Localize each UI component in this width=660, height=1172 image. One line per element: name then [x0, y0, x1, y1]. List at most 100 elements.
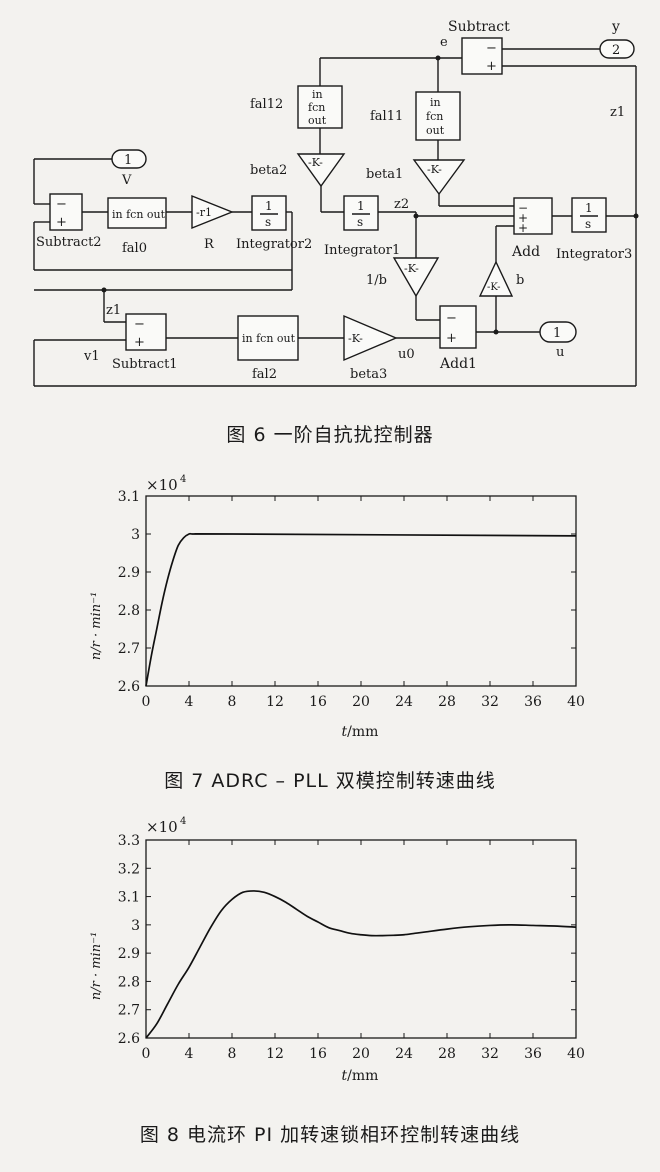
chart7-xlabel-unit: /mm: [347, 724, 378, 740]
fal0-text: in fcn out: [112, 208, 166, 221]
add1-block: [439, 305, 477, 349]
chart8-ytick-label: 2.9: [118, 946, 140, 962]
port-y-label: y: [611, 19, 620, 35]
chart7-exp-pow: 4: [180, 474, 186, 485]
figure7-caption: 图 7 ADRC – PLL 双模控制转速曲线: [164, 770, 496, 792]
subtract2-label: Subtract2: [36, 235, 102, 250]
chart8-xtick-label: 28: [438, 1046, 456, 1062]
chart7-ylabel: n/r · min⁻¹: [89, 592, 104, 660]
chart7-xlabel-t: t: [342, 724, 348, 740]
port-v-num: 1: [124, 153, 132, 168]
fal2-text: in fcn out: [242, 332, 296, 345]
beta2-k: -K-: [308, 156, 323, 169]
chart7-xtick-label: 24: [395, 694, 413, 710]
chart8-plot-area: [145, 839, 577, 1039]
fal12-out: out: [308, 114, 327, 127]
fal12-label: fal12: [250, 97, 283, 112]
r-label: R: [204, 237, 215, 252]
b-k: -K-: [487, 282, 501, 293]
subtract1-block: [125, 313, 167, 351]
chart8-exp-pow: 4: [180, 816, 186, 827]
port-v-label: V: [121, 173, 132, 188]
beta3-gain: [343, 314, 398, 362]
subtract1-label: Subtract1: [112, 357, 178, 372]
integrator1-num: 1: [357, 199, 365, 213]
chart7-ytick-label: 3: [131, 527, 140, 543]
adrc-block-diagram: 2 y Subtract − + e fal12 in fcn out fal1…: [33, 19, 639, 387]
signal-u0: u0: [398, 347, 415, 362]
add-minus: −: [518, 201, 528, 215]
chart8-ylabel: n/r · min⁻¹: [89, 932, 104, 1000]
chart8-ytick-label: 3.3: [118, 833, 140, 849]
add1-label: Add1: [439, 356, 477, 372]
fal2-label: fal2: [252, 367, 277, 382]
beta2-label: beta2: [250, 163, 287, 178]
chart8-xlabel-t: t: [342, 1068, 348, 1084]
integrator1-block: [343, 195, 379, 231]
add-label: Add: [511, 244, 540, 260]
signal-z2: z2: [394, 197, 409, 212]
chart7-xtick-label: 20: [352, 694, 370, 710]
chart8-ytick-label: 3.1: [118, 890, 140, 906]
subtract-block: [461, 37, 503, 75]
signal-e: e: [440, 35, 448, 50]
beta3-k: -K-: [348, 332, 363, 345]
fal11-in: in: [430, 96, 441, 109]
fal11-label: fal11: [370, 109, 403, 124]
chart8-xtick-label: 12: [266, 1046, 284, 1062]
subtract-minus: −: [486, 41, 497, 56]
beta3-label: beta3: [350, 367, 387, 382]
fal12-fcn: fcn: [308, 101, 325, 114]
beta1-label: beta1: [366, 167, 403, 182]
integrator2-block: [251, 195, 287, 231]
integrator3-num: 1: [585, 201, 593, 215]
figure8-caption: 图 8 电流环 PI 加转速锁相环控制转速曲线: [139, 1124, 521, 1146]
integrator2-num: 1: [265, 199, 273, 213]
fal12-in: in: [312, 88, 323, 101]
chart7-plot-area: [145, 495, 577, 687]
fal11-out: out: [426, 124, 445, 137]
add1-plus: +: [446, 331, 457, 346]
chart8-xtick-label: 4: [185, 1046, 194, 1062]
chart7-series-line: [145, 532, 577, 687]
fal2-block: [237, 315, 299, 361]
chart7-xtick-label: 32: [481, 694, 499, 710]
chart7-xlabel: t/mm: [342, 724, 379, 740]
chart8-ytick-label: 2.7: [118, 1003, 140, 1019]
fal11-block: [415, 91, 461, 141]
chart8-xtick-label: 24: [395, 1046, 413, 1062]
chart8-xlabel: t/mm: [342, 1068, 379, 1084]
chart8-ytick-label: 2.6: [118, 1031, 140, 1047]
chart8-xtick-label: 16: [309, 1046, 327, 1062]
integrator3-den: s: [585, 217, 591, 231]
integrator3-label: Integrator3: [556, 247, 632, 262]
signal-z1-b: z1: [106, 303, 121, 318]
fal0-label: fal0: [122, 241, 147, 256]
chart7-ytick-label: 2.6: [118, 679, 140, 695]
chart8-xtick-label: 0: [142, 1046, 151, 1062]
signal-v1: v1: [83, 349, 100, 364]
inv-b-gain: [392, 257, 440, 298]
chart7-ylabel-text: n/r · min⁻¹: [89, 592, 104, 660]
subtract1-plus: +: [134, 335, 145, 350]
port-u: [539, 321, 577, 343]
inv-b-label: 1/b: [366, 273, 387, 288]
integrator2-label: Integrator2: [236, 237, 312, 252]
subtract-label: Subtract: [448, 19, 510, 35]
subtract-plus: +: [486, 59, 497, 74]
chart7-xtick-label: 40: [567, 694, 585, 710]
chart8-xtick-label: 40: [567, 1046, 585, 1062]
fal0-block: [107, 197, 167, 229]
integrator3-block: [571, 197, 607, 233]
subtract1-minus: −: [134, 317, 145, 332]
beta2-gain: [296, 153, 346, 188]
chart7-xtick-label: 8: [228, 694, 237, 710]
r-gain: [191, 194, 234, 230]
add1-minus: −: [446, 311, 457, 326]
integrator2-den: s: [265, 215, 271, 229]
chart8-xtick-label: 32: [481, 1046, 499, 1062]
inv-b-k: -K-: [404, 262, 419, 275]
chart7-xtick-label: 36: [524, 694, 542, 710]
